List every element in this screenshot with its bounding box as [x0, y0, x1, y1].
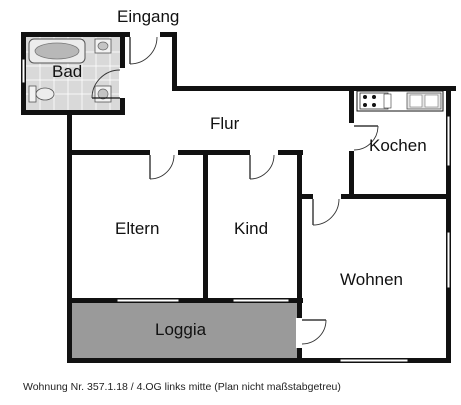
sink-icon — [94, 38, 112, 54]
bathtub-icon — [28, 38, 86, 64]
plan-caption: Wohnung Nr. 357.1.18 / 4.OG links mitte … — [23, 381, 341, 393]
room-label-bad: Bad — [52, 62, 82, 81]
kitchen-door — [348, 123, 379, 151]
room-label-kochen: Kochen — [369, 136, 427, 155]
room-label-wohnen: Wohnen — [340, 270, 403, 289]
entrance-door — [129, 31, 160, 65]
floor-plan: Eingang Bad Flur Kochen Eltern Kind Wohn… — [21, 7, 456, 363]
room-label-flur: Flur — [210, 114, 240, 133]
room-label-loggia: Loggia — [155, 320, 207, 339]
eltern-door — [149, 149, 178, 180]
wohnen-door — [312, 193, 341, 226]
toilet-icon — [28, 85, 55, 103]
loggia-floor — [72, 303, 297, 358]
kind-door — [249, 149, 278, 180]
kitchen-counter — [356, 90, 444, 112]
room-label-eltern: Eltern — [115, 219, 159, 238]
room-label-kind: Kind — [234, 219, 268, 238]
bathroom-door — [91, 68, 126, 99]
windows — [21, 58, 451, 363]
washbasin-icon — [94, 85, 112, 103]
entrance-label: Eingang — [117, 7, 179, 26]
loggia-door — [296, 318, 327, 348]
